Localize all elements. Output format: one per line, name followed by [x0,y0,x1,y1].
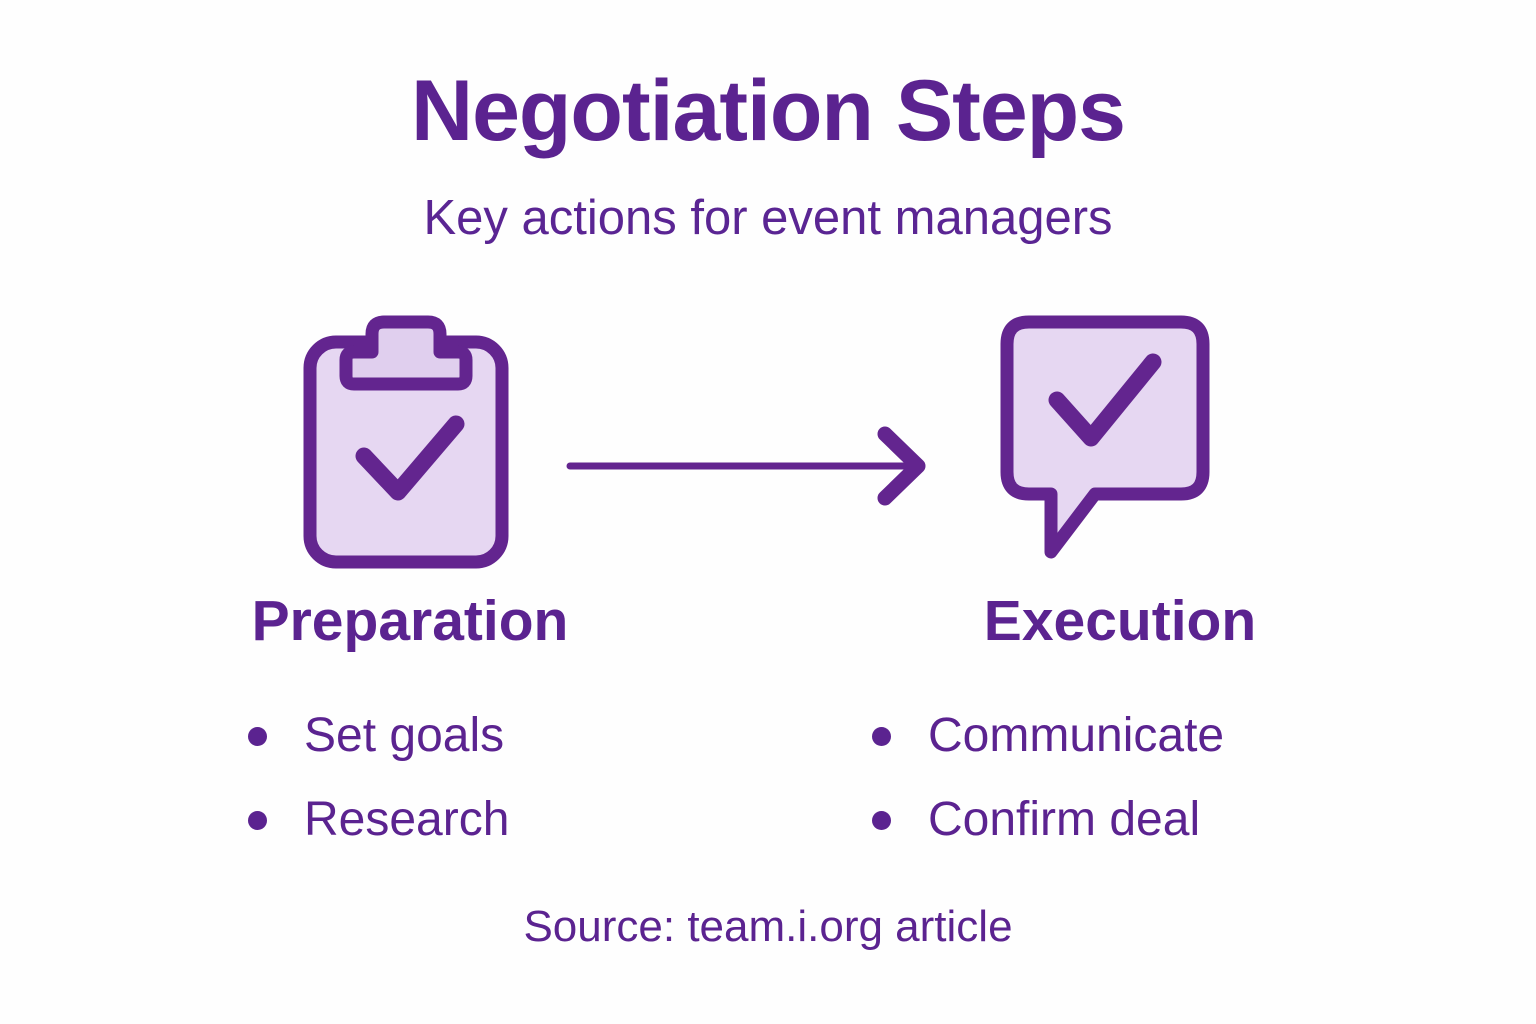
bullet-label: Set goals [304,709,505,762]
bullet-dot-icon [248,810,267,830]
column-heading-preparation: Preparation [251,589,569,653]
right-arrow-icon [550,420,950,520]
source-attribution: Source: team.i.org article [523,902,1013,951]
page-subtitle: Key actions for event managers [423,191,1113,245]
list-item: Set goals [248,694,509,778]
speech-bubble-check-icon-svg [1000,315,1210,559]
clipboard-check-icon [280,300,540,580]
bullet-list-preparation: Set goals Research [248,694,509,862]
page-title: Negotiation Steps [410,63,1126,159]
bullet-label: Confirm deal [928,793,1201,846]
bullet-list-execution: Communicate Confirm deal [872,694,1224,862]
bullet-dot-icon [248,726,267,746]
list-item: Research [248,778,509,862]
speech-bubble-check-icon [985,300,1225,580]
bullet-dot-icon [872,810,891,830]
list-item: Confirm deal [872,778,1224,862]
list-item: Communicate [872,694,1224,778]
column-heading-execution: Execution [983,589,1257,653]
bullet-label: Research [304,793,510,846]
right-arrow-icon-svg [566,426,926,506]
bullet-label: Communicate [928,709,1225,762]
bullet-dot-icon [872,726,891,746]
diagram-row [0,300,1536,580]
clipboard-check-icon-svg [303,315,509,569]
